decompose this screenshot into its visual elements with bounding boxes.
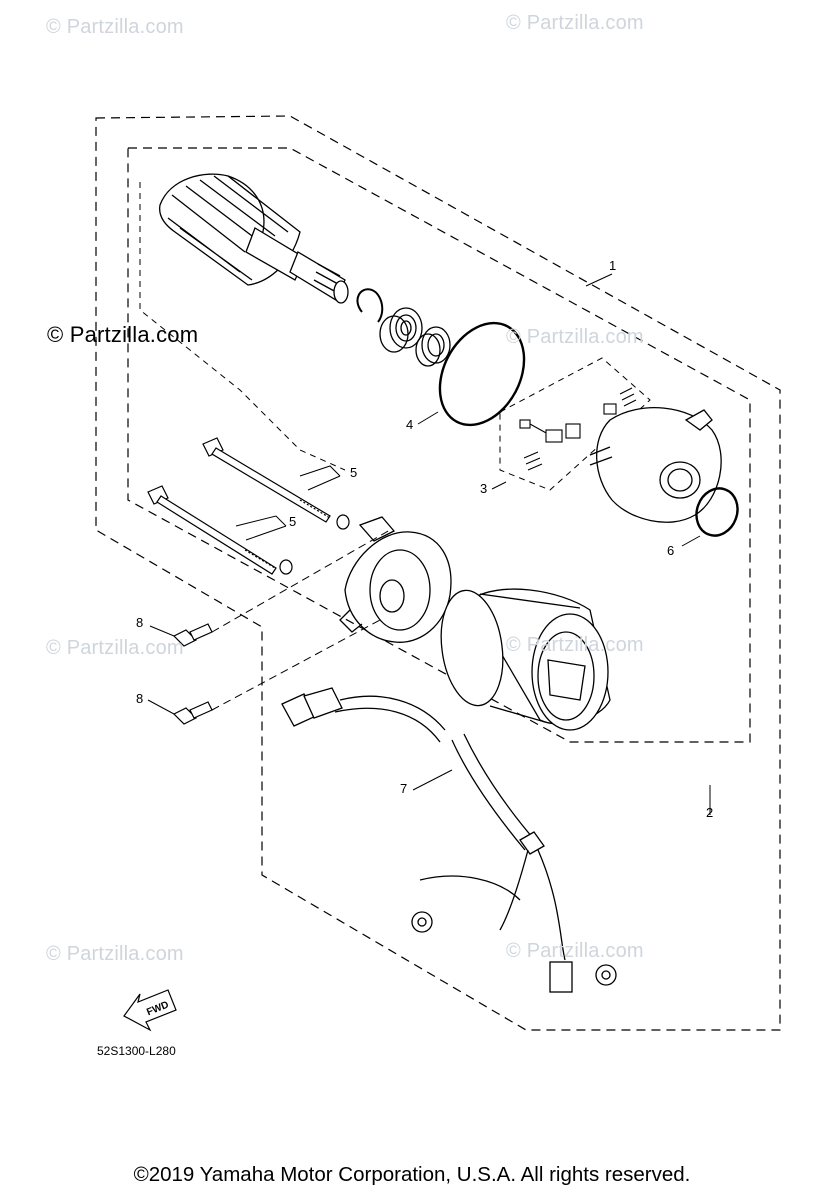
callout-3: 3: [480, 481, 488, 496]
callout-8a: 8: [136, 615, 144, 630]
callout-6: 6: [667, 543, 675, 558]
leader-lines: [147, 273, 711, 815]
o-ring-4: [438, 321, 526, 427]
callout-5a: 5: [350, 465, 358, 480]
watermark: © Partzilla.com: [46, 637, 184, 659]
callout-7: 7: [400, 781, 408, 796]
assembly-2-boundary: [95, 115, 781, 1031]
watermark: © Partzilla.com: [46, 943, 184, 965]
rear-cover: [589, 407, 722, 523]
watermark: © Partzilla.com: [506, 634, 644, 656]
bearing: [379, 307, 423, 353]
watermark: © Partzilla.com: [506, 326, 644, 348]
armature: [159, 173, 349, 304]
watermark: © Partzilla.com: [47, 322, 199, 347]
copyright-notice: ©2019 Yamaha Motor Corporation, U.S.A. A…: [133, 1163, 691, 1186]
oil-seal: [415, 326, 451, 367]
callout-8b: 8: [136, 691, 144, 706]
callout-2: 2: [706, 805, 714, 820]
starter-housing: [440, 588, 611, 731]
brush-set: [519, 387, 637, 471]
bolt-group-outline: [139, 182, 346, 471]
bolt-8: [172, 623, 213, 725]
watermark: © Partzilla.com: [46, 16, 184, 38]
diagram-code: 52S1300-L280: [97, 1044, 176, 1058]
o-ring-6: [695, 487, 739, 537]
watermark: © Partzilla.com: [506, 940, 644, 962]
circlip: [356, 288, 384, 323]
lead-wire: [281, 687, 617, 993]
through-bolt: [147, 437, 350, 575]
watermark: © Partzilla.com: [506, 12, 644, 34]
front-cover: [339, 516, 452, 643]
assembly-1-boundary: [127, 147, 751, 743]
callout-4: 4: [406, 417, 414, 432]
callout-1: 1: [609, 258, 617, 273]
fwd-arrow: [123, 989, 177, 1032]
callout-5b: 5: [289, 514, 297, 529]
